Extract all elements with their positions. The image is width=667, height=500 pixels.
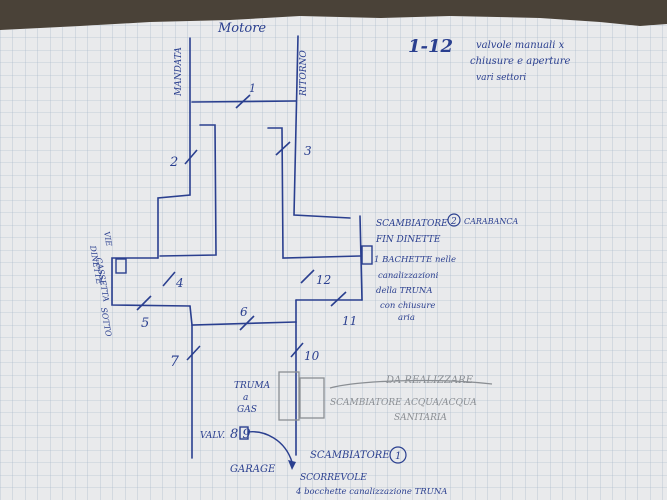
diagram-code: 1-12 xyxy=(408,36,453,57)
note-line-1: valvole manuali x xyxy=(476,40,565,51)
scambiatore-2-number: 2 xyxy=(450,217,457,227)
truma-a-label: a xyxy=(243,393,248,403)
valve-10: 10 xyxy=(304,349,320,363)
graph-grid xyxy=(0,16,667,500)
scambiatore-acqua-line-2: SANITARIA xyxy=(394,413,447,423)
scorrevole-label: SCORREVOLE xyxy=(300,473,367,483)
truma-gas-label: GAS xyxy=(237,405,257,415)
fin-dinette-label: FIN DINETTE xyxy=(375,235,441,245)
scambiatore-2-label: SCAMBIATORE xyxy=(376,219,448,229)
valv-label: VALV. xyxy=(200,431,225,441)
arrow-head xyxy=(288,460,296,470)
bocchette-line-3: della TRUNA xyxy=(376,286,433,296)
pencil-drawings xyxy=(278,371,493,421)
valve-4: 4 xyxy=(175,276,184,290)
bocchette-line-2: canalizzazioni xyxy=(378,271,439,281)
bocchette-line-1: 1 BACHETTE nelle xyxy=(374,255,456,265)
note-line-2: chiusure e aperture xyxy=(470,56,571,67)
scambiatore-2-box xyxy=(361,245,373,265)
motore-label: Motore xyxy=(217,21,266,36)
valve-1: 1 xyxy=(249,82,256,95)
valv-numbers: 8 9 xyxy=(230,427,251,442)
truma-label: TRUMA xyxy=(234,381,271,391)
scambiatore-1-number: 1 xyxy=(395,451,401,462)
valve-6: 6 xyxy=(240,305,248,319)
valve-11: 11 xyxy=(342,314,357,328)
da-realizzare-label: DA REALIZZARE xyxy=(385,375,474,386)
bocchette-line-4: con chiusure xyxy=(380,301,435,311)
bocchette-line-5: aria xyxy=(398,313,415,323)
note-line-3: vari settori xyxy=(476,73,526,83)
valve-2: 2 xyxy=(169,155,178,170)
pipe-network xyxy=(111,35,363,459)
valve-box xyxy=(239,426,249,440)
scambiatore-acqua-line-1: SCAMBIATORE ACQUA/ACQUA xyxy=(330,398,477,408)
ritorno-label: RITORNO xyxy=(299,50,309,97)
valve-3: 3 xyxy=(304,144,312,158)
scambiatore-1-label: SCAMBIATORE xyxy=(310,450,390,461)
valve-12: 12 xyxy=(316,273,331,287)
flow-arrow xyxy=(247,431,293,463)
dinette-box xyxy=(115,258,127,274)
mandata-label: MANDATA xyxy=(174,47,184,97)
valve-ticks xyxy=(136,94,347,361)
scambiatore-2-circle xyxy=(447,213,461,227)
valve-5: 5 xyxy=(141,316,149,331)
vie-label: VIE xyxy=(102,231,113,247)
valve-7: 7 xyxy=(170,354,179,370)
garage-label: GARAGE xyxy=(230,464,276,475)
scambiatore-1-circle xyxy=(389,446,407,464)
background-top xyxy=(0,0,667,28)
scambiatore-2-location: CARABANCA xyxy=(464,217,518,226)
bottom-note: 4 bocchette canalizzazione TRUNA xyxy=(295,487,447,497)
